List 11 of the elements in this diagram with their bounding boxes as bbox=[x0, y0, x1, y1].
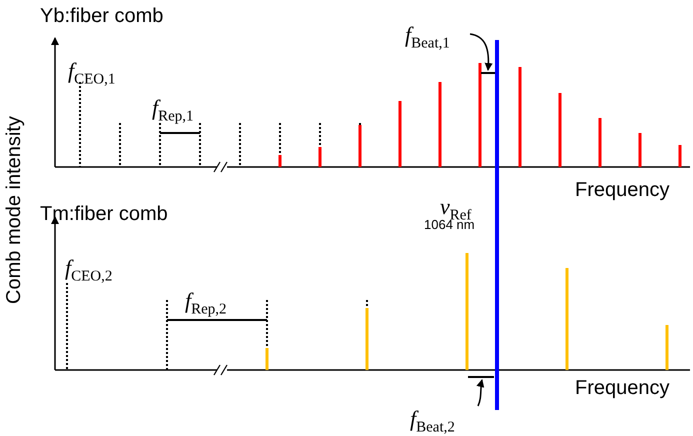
panel-title: Tm:fiber comb bbox=[40, 204, 168, 224]
frequency-label: f$_{Rep,2}$ bbox=[185, 290, 227, 318]
frequency-label: f$_{CEO,2}$ bbox=[65, 257, 112, 284]
frequency-label: f$_{Beat,1}$ bbox=[405, 24, 450, 52]
frequency-label: f$_{CEO,1}$ bbox=[68, 60, 116, 88]
frequency-label: f$_{Beat,2}$ bbox=[410, 408, 455, 436]
axis-title: Frequency bbox=[575, 378, 670, 398]
axis-title: Comb mode intensity bbox=[4, 116, 24, 304]
panel-title: Yb:fiber comb bbox=[40, 6, 164, 26]
frequency-label: f$_{Rep,1}$ bbox=[152, 97, 194, 124]
axis-title: Frequency bbox=[575, 180, 670, 200]
